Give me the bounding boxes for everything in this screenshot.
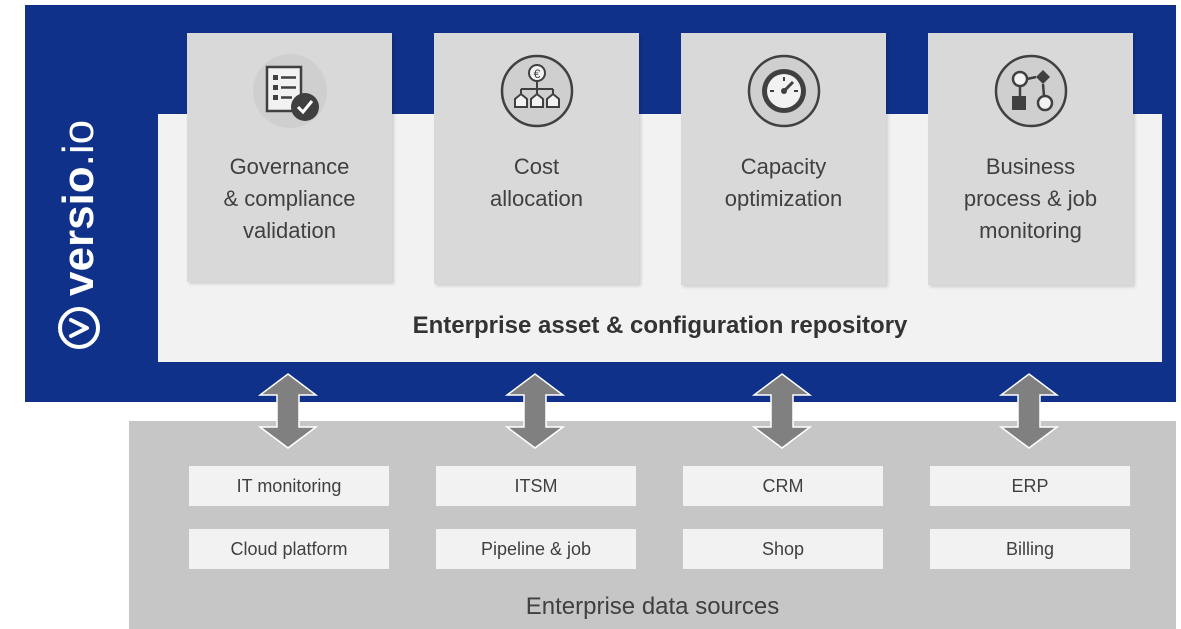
source-erp: ERP [930, 466, 1130, 506]
source-itsm: ITSM [436, 466, 636, 506]
checklist-icon [253, 54, 327, 128]
data-sources-label: Enterprise data sources [525, 593, 780, 620]
double-arrow-icon [258, 373, 318, 449]
source-pipeline-job: Pipeline & job [436, 529, 636, 569]
data-sources-band [129, 421, 1176, 629]
card-capacity-optimization: Capacity optimization [681, 33, 886, 285]
source-billing: Billing [930, 529, 1130, 569]
versio-logo: versio.io [54, 120, 103, 349]
source-it-monitoring: IT monitoring [189, 466, 389, 506]
svg-text:€: € [534, 67, 541, 81]
source-crm: CRM [683, 466, 883, 506]
double-arrow-icon [999, 373, 1059, 449]
source-cloud-platform: Cloud platform [189, 529, 389, 569]
gauge-icon [747, 54, 821, 128]
process-flow-icon [994, 54, 1068, 128]
card-label: Business process & job monitoring [963, 154, 1098, 243]
brand-name-bold: versio [54, 166, 103, 296]
euro-hierarchy-icon: € [500, 54, 574, 128]
brand-name-light: .io [54, 120, 103, 166]
card-governance: Governance & compliance validation [187, 33, 392, 282]
card-label: Governance & compliance validation [223, 154, 356, 243]
repository-label: Enterprise asset & configuration reposit… [412, 312, 908, 339]
double-arrow-icon [752, 373, 812, 449]
svg-text:versio.io: versio.io [54, 120, 103, 296]
source-shop: Shop [683, 529, 883, 569]
double-arrow-icon [505, 373, 565, 449]
card-label: Capacity optimization [724, 154, 843, 211]
card-process-monitoring: Business process & job monitoring [928, 33, 1133, 285]
card-label: Cost allocation [490, 154, 583, 211]
card-cost-allocation: € Cost allocation [434, 33, 639, 284]
